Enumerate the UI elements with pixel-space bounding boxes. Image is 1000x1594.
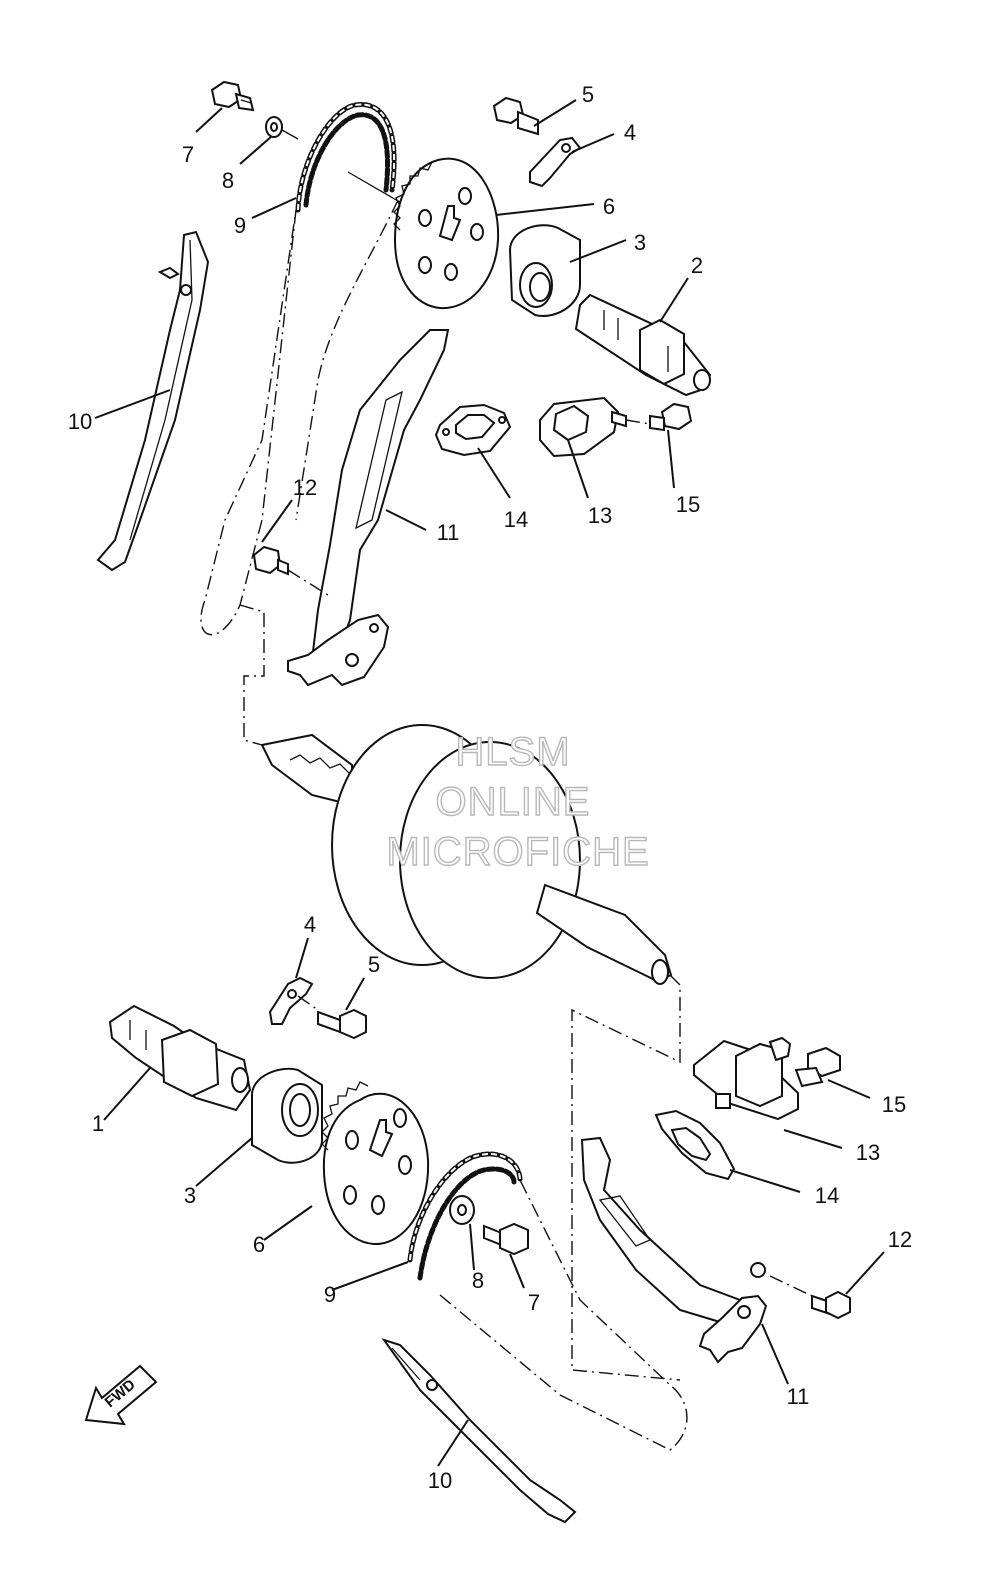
- bolt-5-top: [492, 96, 539, 136]
- chain-path-top: [200, 209, 297, 636]
- cam-sprocket-6-top: [393, 157, 500, 310]
- bolt-7-bottom: [483, 1222, 529, 1256]
- gasket-14-top: [434, 403, 512, 457]
- label-2-top: 2: [691, 253, 703, 278]
- label-12-bottom: 12: [888, 1227, 912, 1252]
- label-6-bottom: 6: [253, 1232, 265, 1257]
- watermark: HLSM ONLINE MICROFICHE: [386, 729, 650, 874]
- center-line-left: [239, 604, 265, 746]
- watermark-line-1: HLSM: [455, 730, 570, 774]
- chain-path-top-right: [295, 199, 399, 521]
- bolt-12-top: [252, 545, 329, 596]
- label-15-top: 15: [676, 492, 700, 517]
- label-4-top: 4: [624, 120, 636, 145]
- label-10-bottom: 10: [428, 1468, 452, 1493]
- label-11-top: 11: [437, 520, 460, 545]
- gasket-14-bottom: [654, 1109, 736, 1181]
- label-4-bottom: 4: [304, 912, 316, 937]
- label-8-bottom: 8: [472, 1268, 484, 1293]
- label-6-top: 6: [603, 194, 615, 219]
- label-13-top: 13: [588, 503, 612, 528]
- tensioner-13-top: [539, 396, 651, 458]
- chain-guide-10-top: [96, 230, 210, 572]
- part-labels-top: 5 4 7 8 6 3 9 2 10 14 13 15 12 11: [68, 82, 703, 545]
- label-7-top: 7: [182, 142, 194, 167]
- label-14-top: 14: [504, 507, 528, 532]
- label-15-bottom: 15: [882, 1092, 906, 1117]
- camshaft-1-bottom: [108, 1004, 252, 1112]
- washer-8-top: [265, 116, 299, 140]
- label-1-bottom: 1: [92, 1111, 104, 1136]
- spacer-3-top: [508, 224, 581, 317]
- label-14-bottom: 14: [815, 1183, 839, 1208]
- bolt-15-bottom: [794, 1046, 841, 1088]
- fwd-arrow-icon: FWD: [84, 1364, 158, 1426]
- camshaft-2-top: [574, 293, 712, 397]
- watermark-line-2: ONLINE: [436, 780, 591, 824]
- chain-9-top: [295, 101, 397, 213]
- part-labels-bottom: 4 5 1 15 3 13 6 14 9 8 7 12 11 10: [92, 912, 912, 1493]
- bolt-7-top: [210, 80, 255, 112]
- label-9-top: 9: [234, 213, 246, 238]
- label-11-bottom: 11: [787, 1384, 810, 1409]
- label-13-bottom: 13: [856, 1140, 880, 1165]
- label-9-bottom: 9: [324, 1282, 336, 1307]
- label-5-top: 5: [582, 82, 594, 107]
- chain-guide-10-bottom: [381, 1338, 577, 1524]
- chain-9-bottom: [407, 1151, 523, 1281]
- watermark-line-3: MICROFICHE: [386, 830, 649, 874]
- crankshaft: [260, 724, 673, 985]
- tensioner-guide-11-top: [287, 329, 450, 687]
- spacer-3-bottom: [251, 1067, 323, 1164]
- label-12-top: 12: [293, 475, 317, 500]
- plate-4-bottom: [268, 976, 319, 1025]
- washer-8-bottom: [449, 1195, 475, 1225]
- label-3-top: 3: [634, 230, 646, 255]
- cam-sprocket-6-bottom: [321, 1081, 430, 1246]
- label-8-top: 8: [222, 168, 234, 193]
- bolt-15-top: [649, 402, 693, 432]
- tensioner-guide-11-bottom: [580, 1136, 768, 1364]
- label-5-bottom: 5: [368, 952, 380, 977]
- bolt-5-bottom: [317, 1008, 367, 1040]
- bolt-12-bottom: [769, 1275, 851, 1320]
- label-3-bottom: 3: [184, 1183, 196, 1208]
- tensioner-13-bottom: [693, 1036, 799, 1121]
- plate-4-top: [529, 136, 582, 188]
- center-line-right: [571, 974, 681, 1381]
- label-10-top: 10: [68, 409, 92, 434]
- leader-lines: [94, 99, 885, 1467]
- label-7-bottom: 7: [528, 1290, 540, 1315]
- chain-path-bottom: [439, 1179, 688, 1451]
